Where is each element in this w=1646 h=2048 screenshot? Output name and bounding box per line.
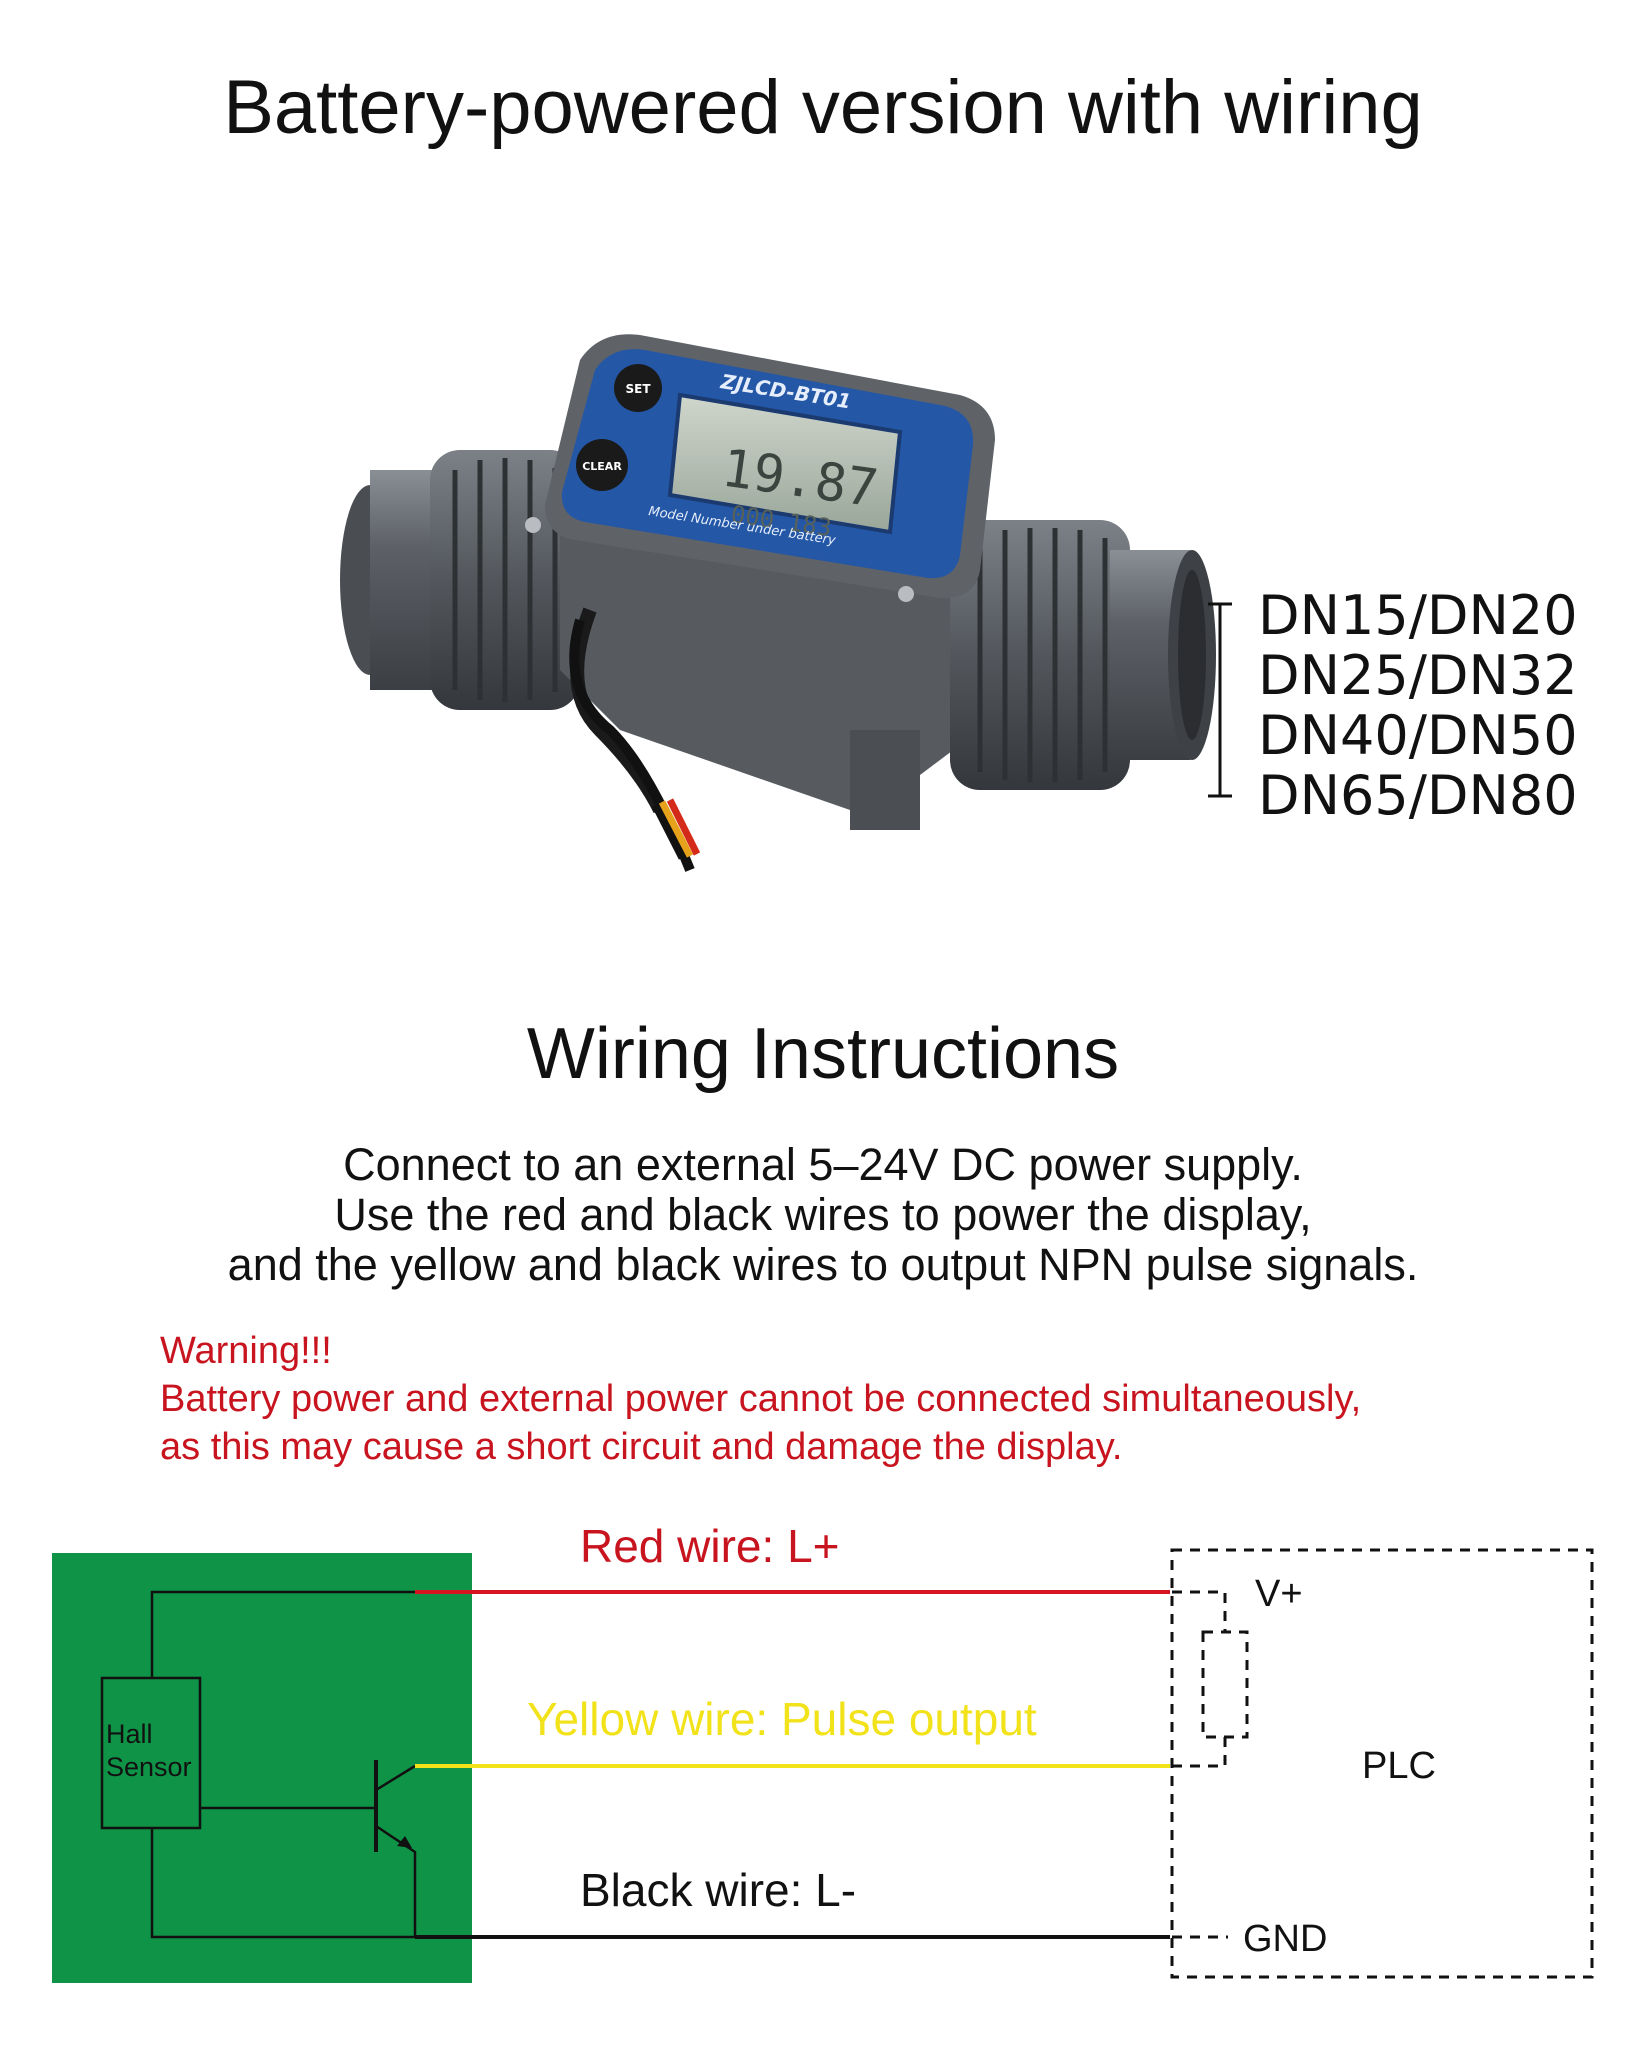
- size-option-3: DN40/DN50: [1258, 704, 1578, 767]
- screw-icon: [525, 517, 541, 533]
- red-wire-label: Red wire: L+: [580, 1520, 840, 1572]
- page-title: Battery-powered version with wiring: [223, 65, 1423, 150]
- size-bracket: [1208, 602, 1232, 798]
- right-pipe: [950, 520, 1216, 790]
- gnd-label: GND: [1243, 1918, 1327, 1960]
- wiring-heading: Wiring Instructions: [526, 1014, 1120, 1094]
- signal-cable: [569, 607, 701, 872]
- wiring-diagram: Hall Sensor Red wire: L+ Yellow wire: Pu…: [52, 1520, 1594, 1983]
- size-option-4: DN65/DN80: [1258, 764, 1578, 827]
- vplus-label: V+: [1255, 1573, 1303, 1615]
- instruction-line-1: Connect to an external 5–24V DC power su…: [343, 1139, 1303, 1190]
- flow-meter-photo: 19.87 000 183 ZJLCD-BT01 Model Number un…: [340, 334, 1232, 872]
- size-option-2: DN25/DN32: [1258, 644, 1578, 707]
- sensor-label-2: Sensor: [106, 1752, 192, 1782]
- size-option-1: DN15/DN20: [1258, 584, 1578, 647]
- plc-outline: [1170, 1548, 1594, 1979]
- instruction-line-2: Use the red and black wires to power the…: [334, 1189, 1312, 1240]
- transistor-arrow-icon: [397, 1836, 412, 1848]
- black-wire-label: Black wire: L-: [580, 1864, 856, 1916]
- warning-title: Warning!!!: [160, 1330, 332, 1372]
- set-button[interactable]: [614, 364, 662, 412]
- plc-label: PLC: [1362, 1745, 1436, 1787]
- yellow-wire-label: Yellow wire: Pulse output: [527, 1693, 1037, 1745]
- instruction-line-3: and the yellow and black wires to output…: [227, 1239, 1419, 1290]
- clear-button-label: CLEAR: [582, 460, 622, 473]
- clear-button[interactable]: [576, 439, 628, 491]
- set-button-label: SET: [625, 382, 651, 396]
- sensor-circuit: [100, 1590, 417, 1939]
- sensor-board: [52, 1553, 472, 1983]
- display-housing: 19.87 000 183 ZJLCD-BT01 Model Number un…: [525, 334, 995, 602]
- warning-line-2: as this may cause a short circuit and da…: [160, 1426, 1123, 1468]
- warning-line-1: Battery power and external power cannot …: [160, 1378, 1362, 1420]
- sensor-label-1: Hall: [106, 1719, 153, 1749]
- left-pipe: [340, 450, 580, 710]
- screw-icon: [898, 586, 914, 602]
